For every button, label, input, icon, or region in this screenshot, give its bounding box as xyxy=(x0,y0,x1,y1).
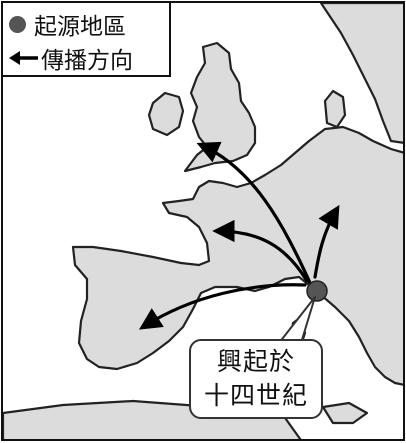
origin-callout: 興起於 十四世紀 xyxy=(189,339,323,419)
land-denmark xyxy=(323,89,347,129)
arrow-to-france xyxy=(212,219,309,283)
map-legend: 起源地區 傳播方向 xyxy=(3,3,171,77)
land-sicily xyxy=(321,401,369,425)
origin-marker xyxy=(306,280,328,302)
land-great-britain xyxy=(183,41,257,173)
legend-direction-label: 傳播方向 xyxy=(41,48,133,74)
land-scandinavia xyxy=(319,3,403,144)
callout-line-1: 興起於 xyxy=(216,347,295,376)
legend-origin-row: 起源地區 xyxy=(9,7,169,41)
legend-origin-label: 起源地區 xyxy=(34,14,126,40)
callout-pointer xyxy=(278,296,316,344)
land-ireland xyxy=(147,91,185,137)
arrow-to-iberia xyxy=(138,283,307,330)
legend-direction-row: 傳播方向 xyxy=(9,41,169,75)
origin-dot-icon xyxy=(9,15,26,33)
callout-line-2: 十四世紀 xyxy=(203,381,308,410)
arrow-to-central-europe xyxy=(313,204,340,279)
left-arrow-icon xyxy=(9,51,38,65)
arrow-to-british-isles xyxy=(196,141,313,287)
